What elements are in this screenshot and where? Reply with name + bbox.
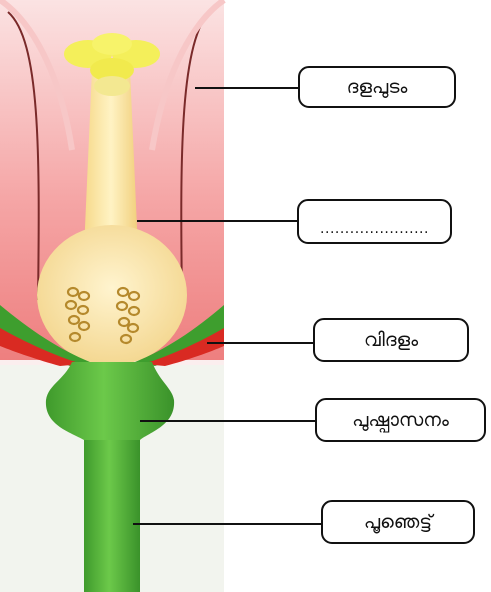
label-sepal: വിദളം [313,318,469,362]
label-receptacle-text: പുഷ്പാസനം [352,409,449,431]
flower-stalk [84,440,140,592]
label-blank: ...................... [297,199,452,244]
style [84,70,138,250]
label-stalk: പൂഞെട്ട് [321,500,475,544]
label-petals-text: ദളപുടം [347,76,408,98]
leader-stalk [133,523,322,525]
leader-petals [195,87,299,89]
ovary [37,225,187,365]
label-receptacle: പുഷ്പാസനം [315,398,486,442]
label-blank-text: ...................... [320,221,429,237]
label-sepal-text: വിദളം [364,329,418,351]
label-petals: ദളപുടം [298,66,456,108]
leader-blank [137,220,298,222]
leader-sepal [207,342,314,344]
label-stalk-text: പൂഞെട്ട് [364,511,432,533]
leader-receptacle [140,420,316,422]
